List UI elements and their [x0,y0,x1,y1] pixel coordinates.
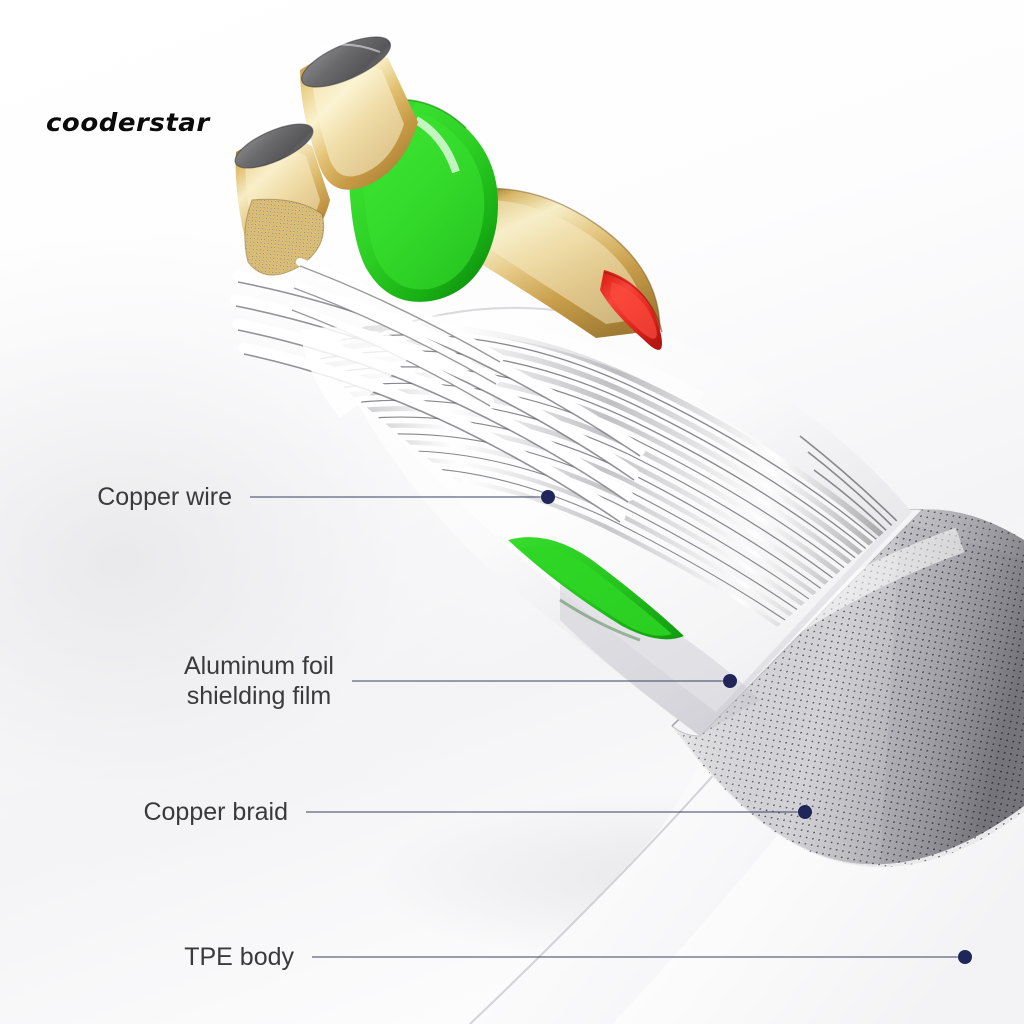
callout-label-copper-wire: Copper wire [97,483,232,511]
brand-logo: cooderstar [46,108,210,137]
green-wire-lower [508,537,684,642]
leader-line-tpe-body [312,956,962,958]
leader-line-copper-wire [250,496,545,498]
copper-wire-barrel-top [300,36,418,190]
leader-dot-aluminum-foil [723,674,737,688]
leader-dot-copper-wire [541,490,555,504]
leader-dot-copper-braid [798,805,812,819]
red-wire [600,270,663,350]
callout-label-line-1: Aluminum foil [183,652,334,680]
callout-label-tpe-body: TPE body [184,943,294,971]
callout-label-aluminum-foil: Aluminum foil shielding film [184,651,334,711]
jacket-transition [300,327,420,418]
leader-line-copper-braid [306,811,802,813]
callout-label-line-2: shielding film [186,682,332,710]
leader-line-aluminum-foil [352,680,727,682]
leader-dot-tpe-body [958,950,972,964]
callout-label-copper-braid: Copper braid [143,798,288,826]
